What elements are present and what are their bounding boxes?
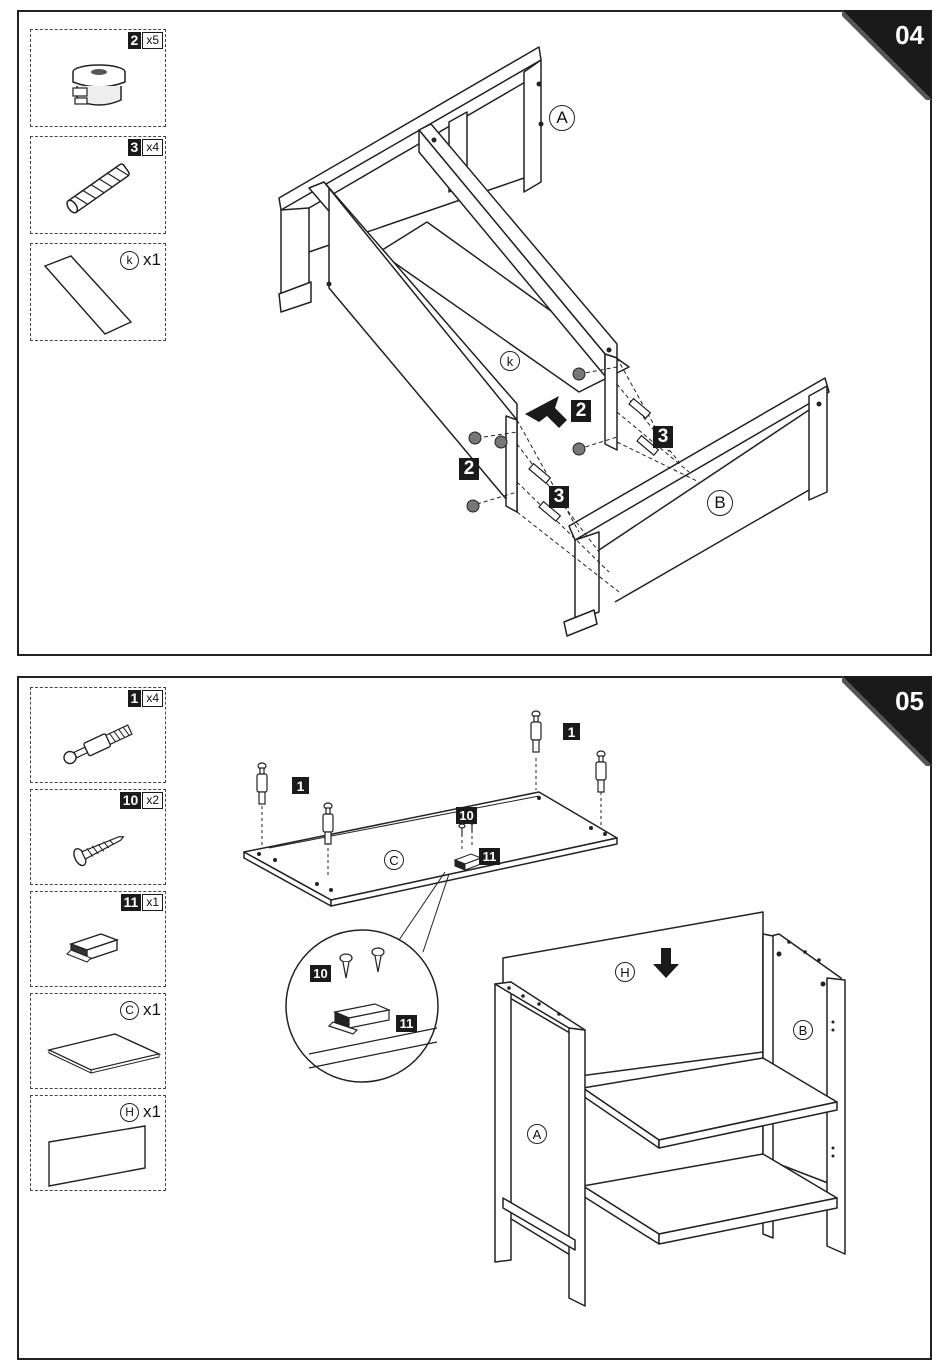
shelf-label-c: C [384,850,404,870]
panel-label-a: A [527,1124,547,1144]
part-callout-cam-lock: 2 [571,400,591,422]
panel-label-a: A [549,105,575,131]
part-callout-screw: 10 [310,965,331,982]
step-05-assembly-diagram [19,678,930,1358]
part-callout-cam-bolt: 1 [563,723,580,740]
panel-label-b: B [793,1020,813,1040]
panel-label-k: k [500,351,520,371]
part-callout-dowel: 3 [653,426,673,448]
part-callout-cam-lock: 2 [459,458,479,480]
part-callout-magnet: 11 [396,1015,417,1032]
part-callout-cam-bolt: 1 [292,777,309,794]
panel-label-h: H [615,962,635,982]
part-callout-screw: 10 [456,807,477,824]
part-callout-magnet: 11 [479,848,500,865]
insert-arrow-icon [525,396,567,428]
step-04-assembly-diagram [19,12,930,654]
panel-label-b: B [707,490,733,516]
part-callout-dowel: 3 [549,486,569,508]
